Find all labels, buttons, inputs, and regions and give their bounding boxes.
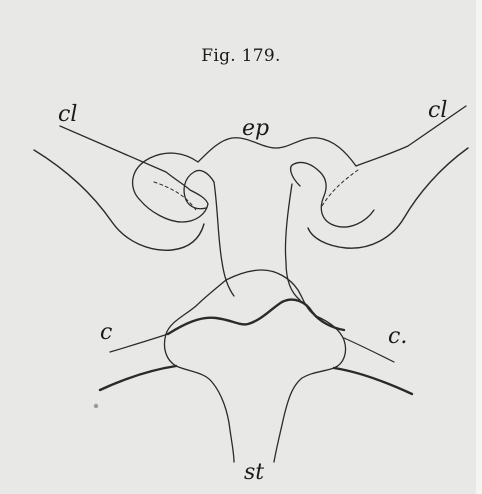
right-outer-curve [308, 148, 468, 248]
central-body-left [164, 280, 234, 462]
right-dotted-boundary [322, 170, 358, 206]
central-body [226, 270, 346, 462]
left-stalk [214, 182, 234, 296]
label-cl-left: cl [58, 104, 77, 126]
label-st: st [244, 462, 264, 484]
label-c-right: c. [388, 326, 407, 348]
central-rim [168, 300, 344, 334]
c-line-left [110, 334, 168, 352]
right-inner-loop [291, 162, 374, 227]
label-c-left: c [100, 322, 112, 344]
left-inner-loop [184, 170, 214, 208]
lower-right-branch [334, 368, 412, 394]
label-ep: ep [242, 118, 269, 140]
left-dotted-boundary [154, 182, 196, 210]
c-line-right [344, 338, 394, 362]
lower-left-branch [100, 366, 176, 390]
label-cl-right: cl [428, 100, 447, 122]
left-outer-curve [34, 150, 204, 250]
paper-speck [94, 404, 98, 408]
